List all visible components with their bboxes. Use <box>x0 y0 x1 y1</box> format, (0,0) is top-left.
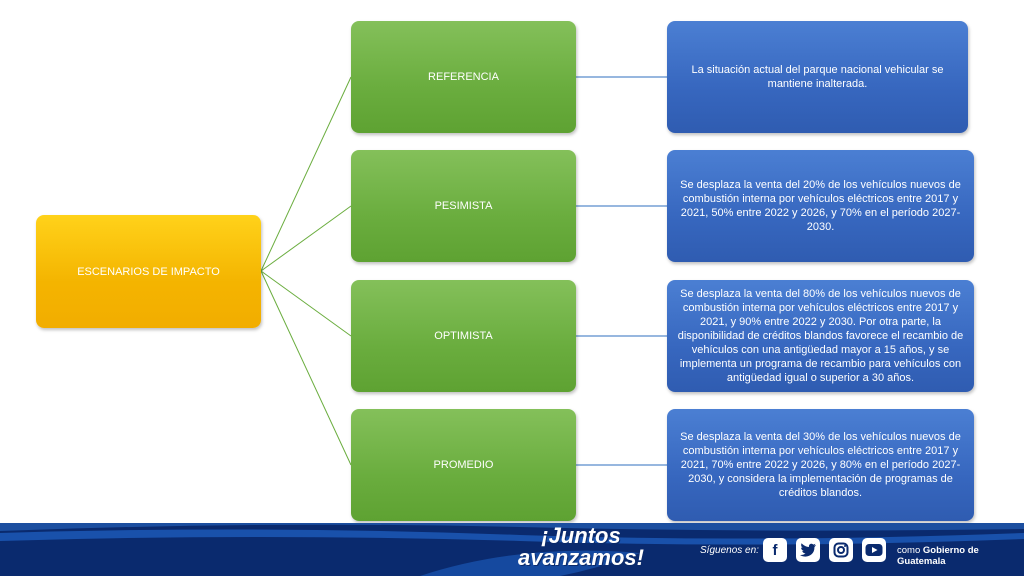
government-credit: como Gobierno de Guatemala <box>897 545 1024 567</box>
follow-label: Síguenos en: <box>700 545 759 556</box>
scenario-node-promedio: PROMEDIO <box>351 409 576 521</box>
slogan-line-2: avanzamos! <box>518 545 644 570</box>
youtube-icon[interactable] <box>862 538 886 562</box>
description-node-optimista: Se desplaza la venta del 80% de los vehí… <box>667 280 974 392</box>
description-node-referencia: La situación actual del parque nacional … <box>667 21 968 133</box>
connector-root-promedio <box>260 270 352 466</box>
scenario-label: OPTIMISTA <box>434 330 493 342</box>
footer-slogan: ¡Juntos avanzamos! <box>518 525 644 569</box>
facebook-icon[interactable]: f <box>763 538 787 562</box>
root-node: ESCENARIOS DE IMPACTO <box>36 215 261 328</box>
scenario-description: Se desplaza la venta del 80% de los vehí… <box>677 288 964 384</box>
scenario-description: Se desplaza la venta del 20% de los vehí… <box>680 179 961 233</box>
description-node-promedio: Se desplaza la venta del 30% de los vehí… <box>667 409 974 521</box>
scenario-description: La situación actual del parque nacional … <box>691 64 944 90</box>
scenario-label: PESIMISTA <box>434 200 493 212</box>
connector-root-optimista <box>260 270 352 337</box>
connector-root-pesimista <box>260 205 352 272</box>
connector-root-referencia <box>260 76 352 272</box>
footer-wave <box>0 523 1024 576</box>
description-node-pesimista: Se desplaza la venta del 20% de los vehí… <box>667 150 974 262</box>
scenario-label: REFERENCIA <box>428 71 499 83</box>
instagram-icon[interactable] <box>829 538 853 562</box>
slogan-line-1: ¡Juntos <box>541 523 621 548</box>
twitter-icon[interactable] <box>796 538 820 562</box>
scenario-node-optimista: OPTIMISTA <box>351 280 576 392</box>
scenario-label: PROMEDIO <box>433 459 494 471</box>
footer-banner <box>0 523 1024 576</box>
gov-name: Gobierno de Guatemala <box>897 545 979 567</box>
scenario-description: Se desplaza la venta del 30% de los vehí… <box>680 431 961 499</box>
scenario-node-pesimista: PESIMISTA <box>351 150 576 262</box>
scenario-node-referencia: REFERENCIA <box>351 21 576 133</box>
gov-prefix: como <box>897 545 921 556</box>
root-label: ESCENARIOS DE IMPACTO <box>77 265 220 278</box>
